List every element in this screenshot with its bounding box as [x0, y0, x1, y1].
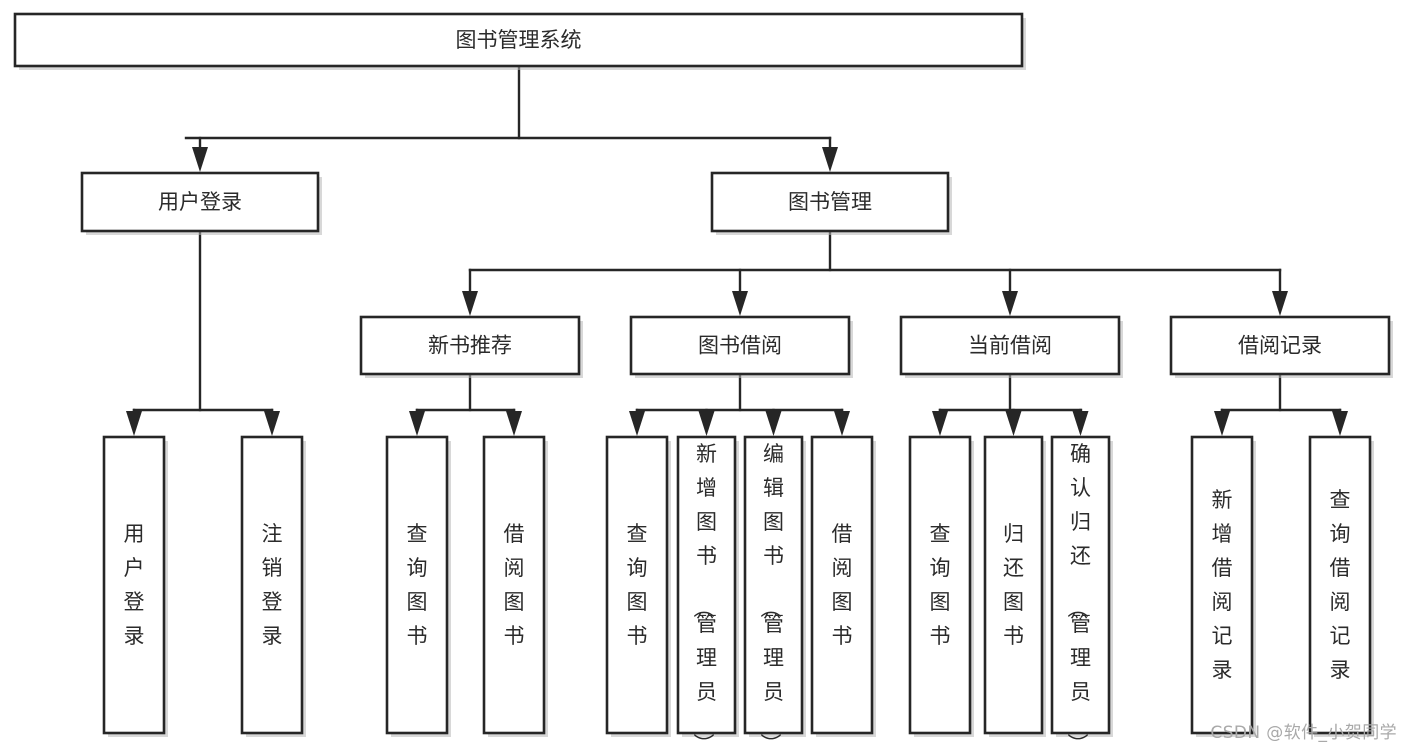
node-box[interactable] [1169, 315, 1391, 376]
node-leaf-user-login[interactable]: 用户登录 [102, 435, 168, 737]
node-leaf-nb-borrow[interactable]: 借阅图书 [482, 435, 548, 737]
node-leaf-nb-query[interactable]: 查询图书 [385, 435, 451, 737]
node-leaf-bk-query[interactable]: 查询图书 [605, 435, 671, 737]
node-box[interactable] [810, 435, 874, 735]
node-label: 新书推荐 [428, 334, 512, 358]
arrow-borrow-to-leaf-bk-add [698, 408, 715, 436]
connector-bus-records [1220, 372, 1342, 412]
node-label: 借阅图书 [832, 522, 853, 648]
node-label: 注销登录 [262, 522, 283, 648]
arrow-root-to-bookmgmt [822, 136, 838, 172]
connector-bus-login [132, 229, 274, 412]
node-label: 查询图书 [930, 522, 951, 648]
arrow-records-to-leaf-rec-add [1214, 408, 1230, 436]
node-leaf-bk-edit[interactable]: 编辑图书（管理员） [743, 435, 806, 747]
node-box[interactable] [102, 435, 166, 735]
node-box[interactable] [710, 171, 950, 233]
node-leaf-bk-borrow[interactable]: 借阅图书 [810, 435, 876, 737]
node-label: 借阅记录 [1238, 334, 1322, 358]
connector-bus-root [184, 64, 832, 140]
arrow-borrow-to-leaf-bk-edit [765, 408, 782, 436]
node-leaf-cur-query[interactable]: 查询图书 [908, 435, 974, 737]
node-label: 查询图书 [407, 522, 428, 648]
node-bookmgmt[interactable]: 图书管理 [710, 171, 952, 235]
node-records[interactable]: 借阅记录 [1169, 315, 1393, 378]
connector-bus-newbook [415, 372, 516, 412]
node-box[interactable] [385, 435, 449, 735]
node-box[interactable] [482, 435, 546, 735]
arrow-current-to-leaf-cur-confirm [1072, 408, 1089, 436]
node-label: 图书管理 [788, 190, 872, 214]
arrow-borrow-to-leaf-bk-borrow [834, 408, 850, 436]
node-label: 新增借阅记录 [1212, 488, 1233, 682]
node-label: 当前借阅 [968, 334, 1052, 358]
node-label: 确认归还（管理员） [1065, 442, 1091, 747]
node-borrow[interactable]: 图书借阅 [629, 315, 853, 378]
node-label: 新增图书（管理员） [691, 442, 717, 747]
node-label: 编辑图书（管理员） [758, 442, 784, 747]
node-label: 图书借阅 [698, 334, 782, 358]
node-leaf-rec-add[interactable]: 新增借阅记录 [1190, 435, 1256, 737]
node-box[interactable] [1308, 435, 1372, 735]
node-box[interactable] [629, 315, 851, 376]
node-label: 用户登录 [158, 190, 242, 214]
arrow-login-to-leaf-user-login [126, 408, 142, 436]
node-box[interactable] [983, 435, 1044, 735]
node-box[interactable] [605, 435, 669, 735]
arrow-newbook-to-leaf-nb-query [409, 408, 425, 436]
nodes-layer: 图书管理系统用户登录图书管理新书推荐图书借阅当前借阅借阅记录用户登录注销登录查询… [13, 12, 1393, 747]
node-login[interactable]: 用户登录 [80, 171, 322, 235]
node-box[interactable] [80, 171, 320, 233]
node-label: 借阅图书 [504, 522, 525, 648]
node-label: 用户登录 [124, 522, 145, 648]
arrow-root-to-login [192, 136, 208, 172]
node-label: 图书管理系统 [456, 28, 582, 52]
node-leaf-user-logout[interactable]: 注销登录 [240, 435, 306, 737]
connector-bus-bookmgmt [468, 229, 1282, 272]
node-box[interactable] [743, 435, 804, 735]
node-box[interactable] [359, 315, 581, 376]
arrow-bookmgmt-to-borrow [732, 268, 748, 316]
arrow-current-to-leaf-cur-return [1005, 408, 1022, 436]
node-label: 归还图书 [1003, 522, 1024, 648]
edges-layer [126, 64, 1348, 436]
node-leaf-rec-query[interactable]: 查询借阅记录 [1308, 435, 1374, 737]
node-box[interactable] [240, 435, 304, 735]
node-leaf-cur-confirm[interactable]: 确认归还（管理员） [1050, 435, 1113, 747]
arrow-bookmgmt-to-records [1272, 268, 1288, 316]
node-box[interactable] [899, 315, 1121, 376]
arrow-newbook-to-leaf-nb-borrow [506, 408, 522, 436]
node-leaf-cur-return[interactable]: 归还图书 [983, 435, 1046, 737]
node-newbook[interactable]: 新书推荐 [359, 315, 583, 378]
arrow-records-to-leaf-rec-query [1332, 408, 1348, 436]
arrow-bookmgmt-to-newbook [462, 268, 478, 316]
connector-bus-current [938, 372, 1083, 412]
arrow-bookmgmt-to-current [1002, 268, 1018, 316]
node-current[interactable]: 当前借阅 [899, 315, 1123, 378]
node-label: 查询借阅记录 [1330, 488, 1351, 682]
arrow-current-to-leaf-cur-query [932, 408, 948, 436]
watermark-text: CSDN @软件_小贺同学 [1210, 723, 1397, 743]
node-root[interactable]: 图书管理系统 [13, 12, 1026, 70]
node-box[interactable] [1050, 435, 1111, 735]
arrow-borrow-to-leaf-bk-query [629, 408, 645, 436]
node-box[interactable] [908, 435, 972, 735]
arrow-login-to-leaf-user-logout [264, 408, 280, 436]
node-box[interactable] [1190, 435, 1254, 735]
node-label: 查询图书 [627, 522, 648, 648]
node-box[interactable] [13, 12, 1024, 68]
node-leaf-bk-add[interactable]: 新增图书（管理员） [676, 435, 739, 747]
node-box[interactable] [676, 435, 737, 735]
connector-bus-borrow [635, 372, 844, 412]
